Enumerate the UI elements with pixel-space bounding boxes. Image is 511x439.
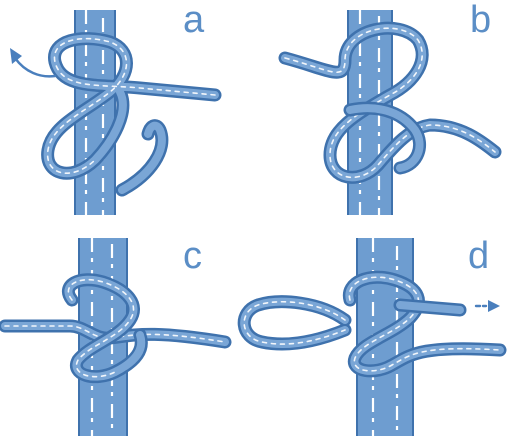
panel-label-a: a <box>183 0 205 41</box>
panel-label-d: d <box>468 235 489 277</box>
panel-label-c: c <box>183 235 202 277</box>
panel-a: a <box>10 0 215 215</box>
right-dashed-arrow <box>476 300 500 312</box>
rope-a <box>48 39 215 190</box>
panel-label-b: b <box>470 0 491 41</box>
panel-c: c <box>5 235 225 436</box>
panel-b: b <box>285 0 495 215</box>
left-up-arrow <box>10 48 55 76</box>
panel-d: d <box>244 235 500 436</box>
